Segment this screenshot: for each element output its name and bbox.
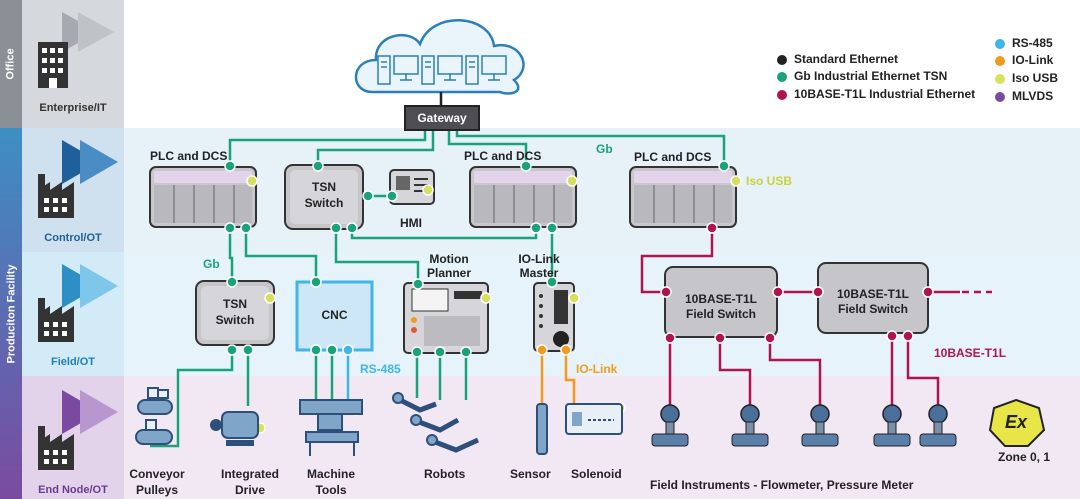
iolink-links	[540, 350, 576, 404]
robots-label: Robots	[424, 467, 466, 481]
ex-zone-icon	[988, 398, 1046, 447]
iolink-master-icon	[533, 282, 575, 352]
drive-label-2: Drive	[234, 483, 266, 497]
cloud-icon	[354, 19, 525, 95]
solenoid-icon	[565, 403, 623, 435]
plc-3-label: PLC and DCS	[634, 150, 712, 164]
tsn-switch-field-label-1: TSN	[223, 297, 247, 311]
zone-label: Zone 0, 1	[998, 450, 1051, 464]
port-dots	[224, 160, 934, 434]
enterprise-icon	[38, 12, 114, 88]
tsn-switch-control-label-1: TSN	[312, 180, 336, 194]
conveyor-pulleys-icon	[135, 387, 173, 445]
drive-label-1: Integrated	[220, 467, 279, 481]
legend-standard-ethernet: Standard Ethernet	[794, 52, 899, 66]
flowmeter-icon	[651, 404, 689, 447]
field-switch-2-label-2: Field Switch	[837, 302, 908, 316]
sidebar-production: Produciton Facility	[0, 128, 22, 499]
sensor-label: Sensor	[510, 467, 551, 481]
motion-planner-label-1: Motion	[429, 252, 469, 266]
level-field-label: Field/OT	[51, 356, 95, 368]
t1l-links	[640, 228, 960, 410]
integrated-drive-icon	[210, 411, 259, 446]
motion-planner-icon	[403, 282, 489, 354]
conveyor-label-1: Conveyor	[129, 467, 185, 481]
conveyor-label-2: Pulleys	[135, 483, 179, 497]
legend-t1l: 10BASE-T1L Industrial Ethernet	[794, 87, 976, 101]
tsn-switch-field-label-2: Switch	[215, 313, 255, 327]
field-switch-1-label-1: 10BASE-T1L	[684, 292, 758, 306]
tools-label-2: Tools	[315, 483, 347, 497]
legend-iolink: IO-Link	[1012, 53, 1054, 67]
instruments-label: Field Instruments - Flowmeter, Pressure …	[650, 478, 914, 492]
hmi-icon	[389, 169, 435, 205]
cnc-label: CNC	[321, 308, 348, 322]
plc-1-label: PLC and DCS	[150, 149, 228, 163]
robots-icon	[392, 392, 480, 453]
band-office	[0, 0, 1080, 128]
iolink-master-label-2: Master	[519, 266, 559, 280]
level-control-label: Control/OT	[44, 232, 102, 244]
level-endnode-label: End Node/OT	[38, 484, 108, 496]
rs485-label: RS-485	[360, 362, 401, 376]
sensor-icon	[536, 403, 548, 455]
gb-label-field: Gb	[203, 257, 220, 271]
plc-2-box	[469, 166, 577, 228]
machine-tools-icon	[299, 399, 363, 456]
plc-3-box	[629, 166, 737, 228]
iso-usb-label: Iso USB	[746, 174, 793, 188]
endnode-factory-icon	[38, 390, 118, 470]
field-factory-icon	[38, 264, 118, 342]
field-switch-2-box	[817, 262, 929, 334]
tools-label-1: Machine	[306, 467, 355, 481]
gb-label-top: Gb	[596, 142, 613, 156]
gb-tsn-links	[150, 130, 726, 448]
legend-iso-usb: Iso USB	[1012, 71, 1059, 85]
gateway-box	[404, 105, 480, 131]
control-factory-icon	[38, 140, 118, 218]
gateway-label: Gateway	[417, 111, 467, 125]
pressure-meter-3-icon	[919, 404, 957, 447]
t1l-label: 10BASE-T1L	[934, 346, 1007, 360]
motion-planner-label-2: Planner	[426, 266, 471, 280]
field-switch-2-label-1: 10BASE-T1L	[836, 287, 910, 301]
legend-gb-tsn: Gb Industrial Ethernet TSN	[794, 69, 948, 83]
field-switch-1-label-2: Field Switch	[685, 307, 756, 321]
tsn-switch-control-label-2: Switch	[304, 196, 344, 210]
iolink-master-label-1: IO-Link	[518, 252, 560, 266]
iolink-label: IO-Link	[576, 362, 618, 376]
plc-2-label: PLC and DCS	[464, 149, 542, 163]
level-enterprise-label: Enterprise/IT	[39, 102, 107, 114]
plc-1-box	[149, 166, 257, 228]
cnc-box	[295, 280, 374, 352]
legend-dots	[777, 39, 1005, 102]
legend-rs485: RS-485	[1012, 36, 1053, 50]
hmi-label: HMI	[400, 216, 422, 230]
pressure-meter-icon	[731, 404, 769, 447]
flowmeter-2-icon	[801, 404, 839, 447]
solenoid-label: Solenoid	[571, 467, 622, 481]
ex-symbol-text: Ex	[1005, 412, 1028, 432]
pressure-meter-2-icon	[873, 404, 911, 447]
sidebar-office: Office	[0, 0, 22, 128]
legend-mlvds: MLVDS	[1012, 89, 1054, 103]
